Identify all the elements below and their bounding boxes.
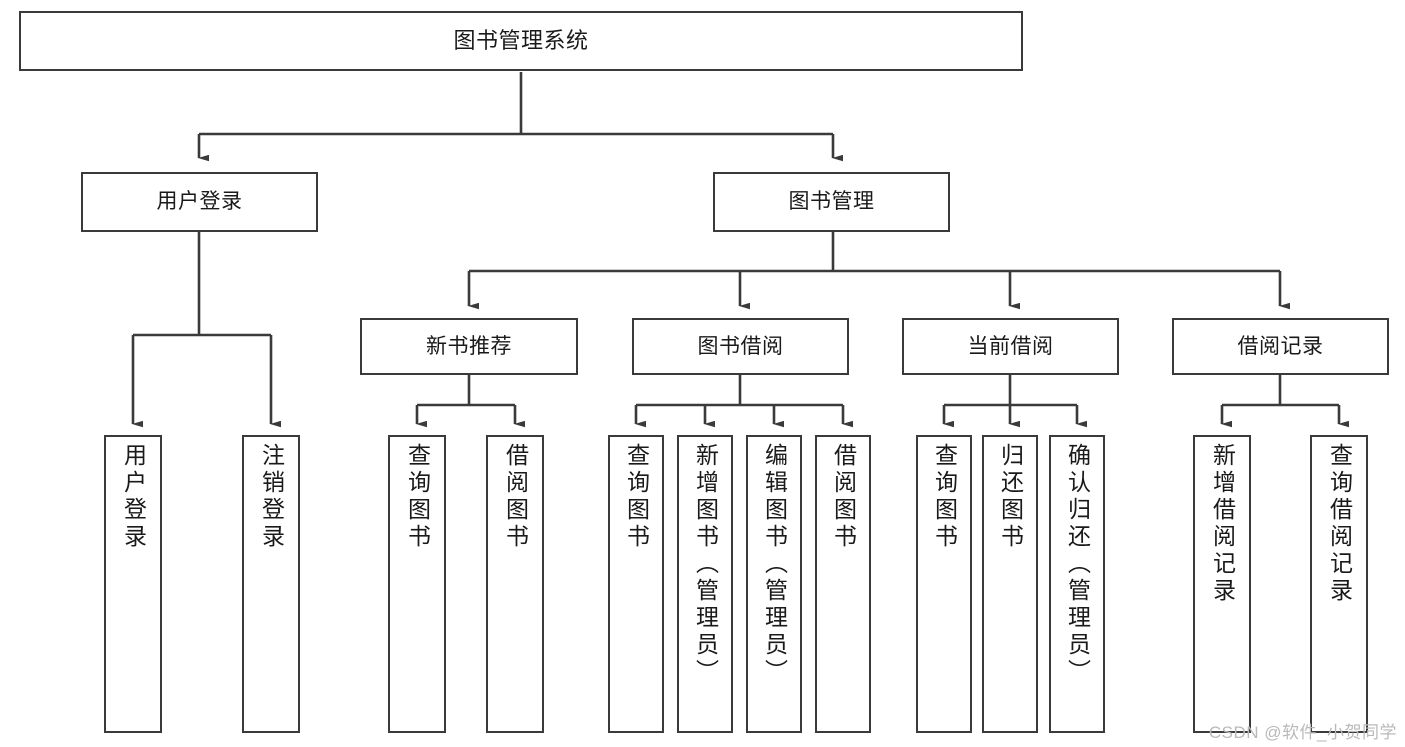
- node-leaf-current-return-label: 归还图书: [997, 443, 1024, 551]
- node-leaf-borrow-query[interactable]: 查询图书: [608, 435, 664, 733]
- node-new-book-recommend[interactable]: 新书推荐: [360, 318, 578, 375]
- node-leaf-user-login[interactable]: 用户登录: [104, 435, 162, 733]
- node-leaf-logout[interactable]: 注销登录: [242, 435, 300, 733]
- node-new-book-recommend-label: 新书推荐: [426, 334, 512, 358]
- node-user-login[interactable]: 用户登录: [81, 172, 318, 232]
- node-book-borrow-label: 图书借阅: [697, 334, 784, 358]
- node-leaf-logout-label: 注销登录: [258, 443, 285, 551]
- node-leaf-borrow-lend-label: 借阅图书: [830, 443, 857, 551]
- node-leaf-newbook-borrow[interactable]: 借阅图书: [486, 435, 544, 733]
- node-leaf-borrow-lend[interactable]: 借阅图书: [815, 435, 871, 733]
- node-leaf-current-query[interactable]: 查询图书: [916, 435, 972, 733]
- node-leaf-borrow-edit[interactable]: 编辑图书（管理员）: [746, 435, 802, 733]
- node-current-borrow[interactable]: 当前借阅: [902, 318, 1119, 375]
- node-leaf-record-add-label: 新增借阅记录: [1209, 443, 1236, 605]
- node-leaf-record-query[interactable]: 查询借阅记录: [1310, 435, 1368, 733]
- node-leaf-user-login-label: 用户登录: [120, 443, 147, 551]
- node-leaf-current-confirm[interactable]: 确认归还（管理员）: [1049, 435, 1105, 733]
- node-leaf-borrow-add[interactable]: 新增图书（管理员）: [677, 435, 733, 733]
- node-leaf-borrow-add-label: 新增图书（管理员）: [692, 443, 719, 686]
- node-leaf-record-add[interactable]: 新增借阅记录: [1193, 435, 1251, 733]
- node-leaf-newbook-query-label: 查询图书: [404, 443, 431, 551]
- node-borrow-record[interactable]: 借阅记录: [1172, 318, 1389, 375]
- node-leaf-borrow-query-label: 查询图书: [623, 443, 650, 551]
- node-leaf-newbook-query[interactable]: 查询图书: [388, 435, 446, 733]
- node-book-borrow[interactable]: 图书借阅: [632, 318, 849, 375]
- node-leaf-current-return[interactable]: 归还图书: [982, 435, 1038, 733]
- node-root-label: 图书管理系统: [453, 27, 589, 53]
- node-book-management-label: 图书管理: [788, 190, 875, 214]
- node-leaf-current-query-label: 查询图书: [931, 443, 958, 551]
- node-root[interactable]: 图书管理系统: [19, 11, 1023, 71]
- node-book-management[interactable]: 图书管理: [713, 172, 950, 232]
- node-current-borrow-label: 当前借阅: [967, 334, 1054, 358]
- node-user-login-label: 用户登录: [156, 190, 243, 214]
- node-leaf-record-query-label: 查询借阅记录: [1326, 443, 1353, 605]
- node-leaf-current-confirm-label: 确认归还（管理员）: [1064, 443, 1091, 686]
- node-leaf-borrow-edit-label: 编辑图书（管理员）: [761, 443, 788, 686]
- watermark: CSDN @软件_小贺同学: [1208, 723, 1397, 742]
- node-borrow-record-label: 借阅记录: [1237, 334, 1324, 358]
- node-leaf-newbook-borrow-label: 借阅图书: [502, 443, 529, 551]
